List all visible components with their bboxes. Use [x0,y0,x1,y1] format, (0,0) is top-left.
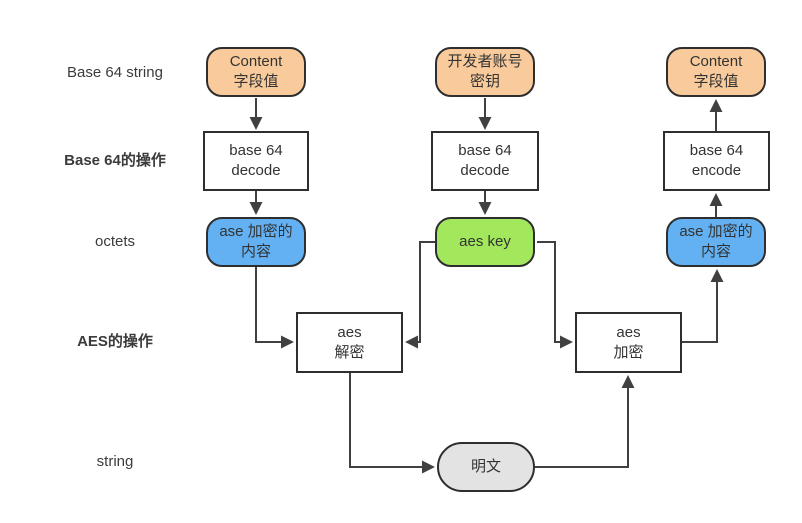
node-developer-account-key: 开发者账号 密钥 [435,47,535,97]
node-base64-encode: base 64 encode [663,131,770,191]
node-encrypted-content-right: ase 加密的 内容 [666,217,766,267]
row-label-base64-operation: Base 64的操作 [64,152,166,169]
node-base64-decode-mid: base 64 decode [431,131,539,191]
arrow-plaintext-to-aesencrypt [535,375,635,468]
arrow-encrypted1-to-aesdecrypt [255,267,294,349]
node-plaintext: 明文 [437,442,535,492]
node-base64-decode-left: base 64 decode [203,131,309,191]
row-label-octets: octets [94,233,136,250]
row-label-aes-operation: AES的操作 [77,333,153,350]
arrow-aesdecrypt-to-plaintext [349,373,435,474]
node-content-field-value-left: Content 字段值 [206,47,306,97]
row-label-string: string [96,453,134,470]
node-aes-encrypt: aes 加密 [575,312,682,373]
arrow-aeskey-to-aesencrypt [537,241,573,349]
node-content-field-value-right: Content 字段值 [666,47,766,97]
node-aes-key: aes key [435,217,535,267]
arrow-aesencrypt-to-encrypted2 [682,269,724,343]
row-label-base64-string: Base 64 string [67,64,163,81]
node-encrypted-content-left: ase 加密的 内容 [206,217,306,267]
arrow-aeskey-to-aesdecrypt [405,241,438,349]
node-aes-decrypt: aes 解密 [296,312,403,373]
